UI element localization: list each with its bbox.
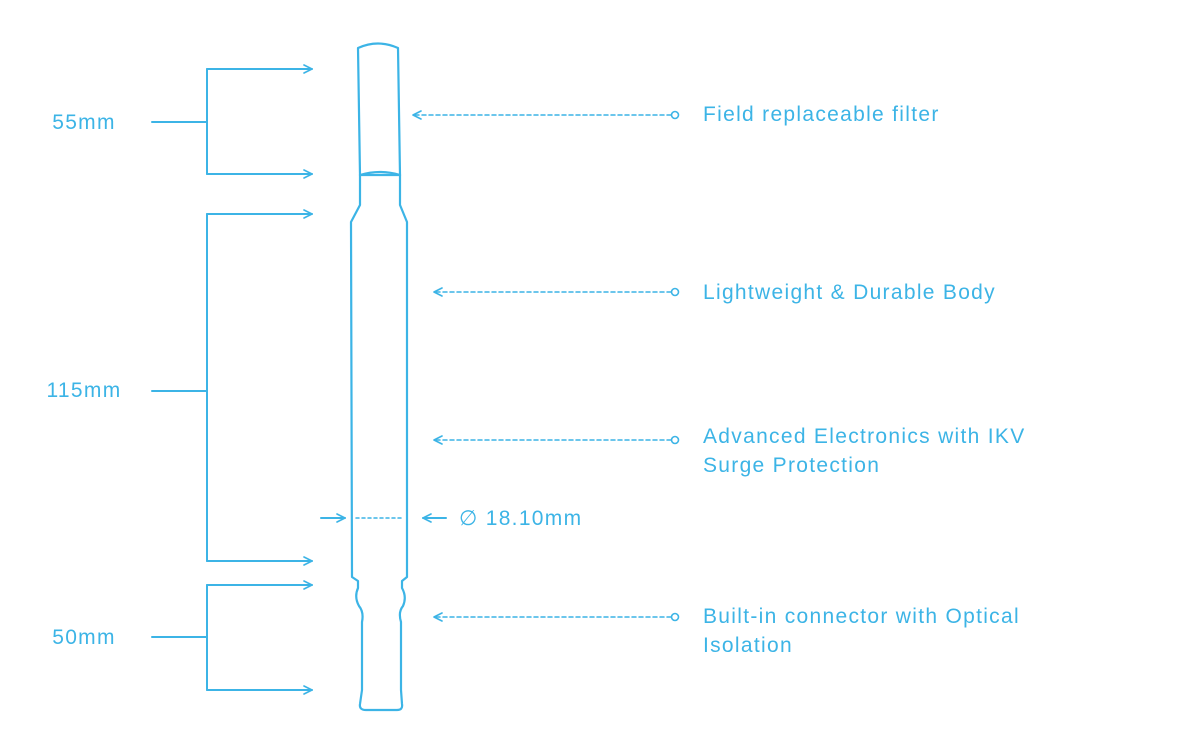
connector-length-label: 50mm	[52, 626, 116, 649]
filter-length-bracket	[151, 64, 313, 179]
connector-length-bracket	[151, 580, 313, 695]
callout-leader-body	[433, 287, 680, 297]
callout-connector-line2: Isolation	[703, 634, 793, 657]
diameter-label: ∅ 18.10mm	[459, 507, 583, 530]
filter-length-label: 55mm	[52, 111, 116, 134]
callout-label-filter: Field replaceable filter	[703, 100, 940, 129]
filter-cap-outline	[356, 42, 402, 177]
callout-label-electronics: Advanced Electronics with IKV Surge Prot…	[703, 422, 1026, 480]
callout-leader-connector	[433, 612, 680, 622]
callout-electronics-line2: Surge Protection	[703, 454, 881, 477]
body-length-label: 115mm	[46, 379, 122, 402]
callout-electronics-line1: Advanced Electronics with IKV	[703, 425, 1026, 448]
probe-body-outline	[349, 173, 409, 712]
body-length-bracket	[151, 209, 313, 566]
callout-connector-line1: Built-in connector with Optical	[703, 605, 1020, 628]
callout-filter-line1: Field replaceable filter	[703, 103, 940, 126]
filter-body-seam	[358, 170, 402, 177]
callout-label-body: Lightweight & Durable Body	[703, 278, 996, 307]
callout-leader-electronics	[433, 435, 680, 445]
callout-leader-filter	[412, 110, 680, 120]
callout-body-line1: Lightweight & Durable Body	[703, 281, 996, 304]
callout-label-connector: Built-in connector with Optical Isolatio…	[703, 602, 1020, 660]
